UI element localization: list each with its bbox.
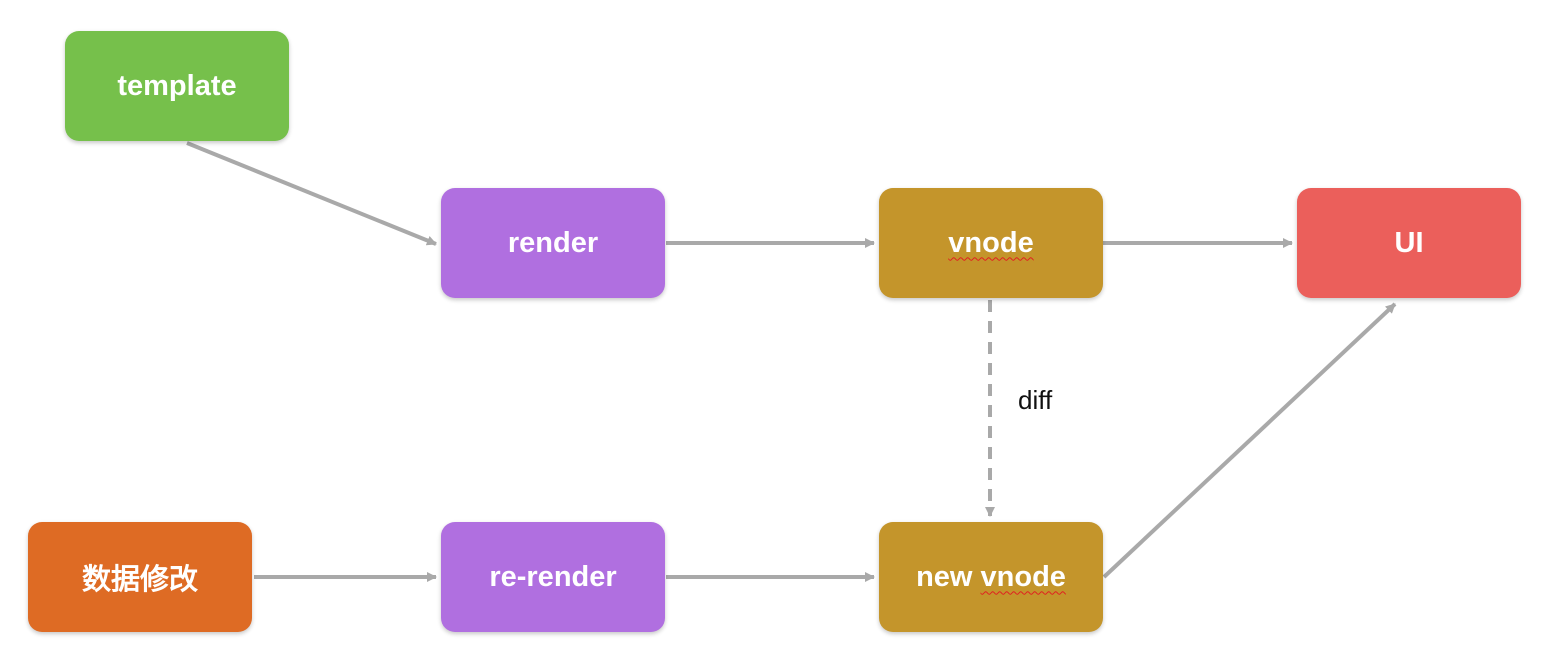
node-new-vnode-prefix: new [916,560,973,593]
node-ui: UI [1297,188,1521,298]
node-re-render: re-render [441,522,665,632]
node-ui-label: UI [1394,226,1424,259]
node-render-label: render [507,226,599,259]
diff-label: diff [1018,385,1053,415]
node-new-vnode-word: vnode [980,560,1066,593]
node-data-change: 数据修改 [28,522,252,632]
node-vnode: vnode [879,188,1103,298]
edge-newvnode-ui [1102,302,1397,579]
node-vnode-label: vnode [948,226,1034,259]
node-render: render [441,188,665,298]
node-data-change-label: 数据修改 [81,564,198,596]
node-template-label: template [117,69,237,102]
node-new-vnode: new vnode [879,522,1103,632]
edge-template-render [186,141,437,246]
node-template: template [65,31,289,141]
node-new-vnode-label: new vnode [916,561,1066,594]
node-re-render-label: re-render [489,560,617,593]
